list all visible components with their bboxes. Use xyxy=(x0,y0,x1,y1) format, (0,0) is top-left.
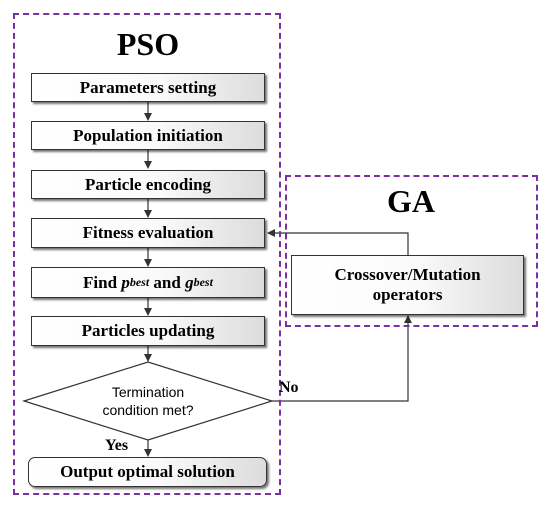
termination-line-1: Termination xyxy=(111,384,185,400)
p-subscript: best xyxy=(129,274,150,289)
fitness-evaluation-step: Fitness evaluation xyxy=(31,218,265,248)
arrow-ga-to-fitness xyxy=(267,229,409,255)
and-word: and xyxy=(149,272,186,292)
termination-label: Termination condition met? xyxy=(74,384,222,419)
pso-group xyxy=(13,13,281,495)
termination-decision xyxy=(22,361,274,441)
no-label: No xyxy=(279,379,299,396)
arrow-no-to-ga xyxy=(272,315,412,402)
ga-group xyxy=(285,175,538,327)
parameters-setting-step: Parameters setting xyxy=(31,73,265,102)
g-subscript: best xyxy=(193,274,213,289)
ga-title: GA xyxy=(387,183,435,219)
crossover-mutation-operators-step: Crossover/Mutation operators xyxy=(291,255,524,315)
particle-encoding-step: Particle encoding xyxy=(31,170,265,199)
output-optimal-solution-step: Output optimal solution xyxy=(28,457,267,487)
find-prefix: Find xyxy=(83,272,122,292)
ga-operator-line-2: operators xyxy=(372,285,443,304)
p-symbol: p xyxy=(121,272,130,292)
g-symbol: g xyxy=(185,272,194,292)
pso-title: PSO xyxy=(116,26,180,62)
ga-operator-line-1: Crossover/Mutation xyxy=(334,265,481,285)
particles-updating-step: Particles updating xyxy=(31,316,265,346)
yes-label: Yes xyxy=(105,437,129,454)
population-initiation-step: Population initiation xyxy=(31,121,265,150)
termination-line-2: condition met? xyxy=(102,401,194,418)
